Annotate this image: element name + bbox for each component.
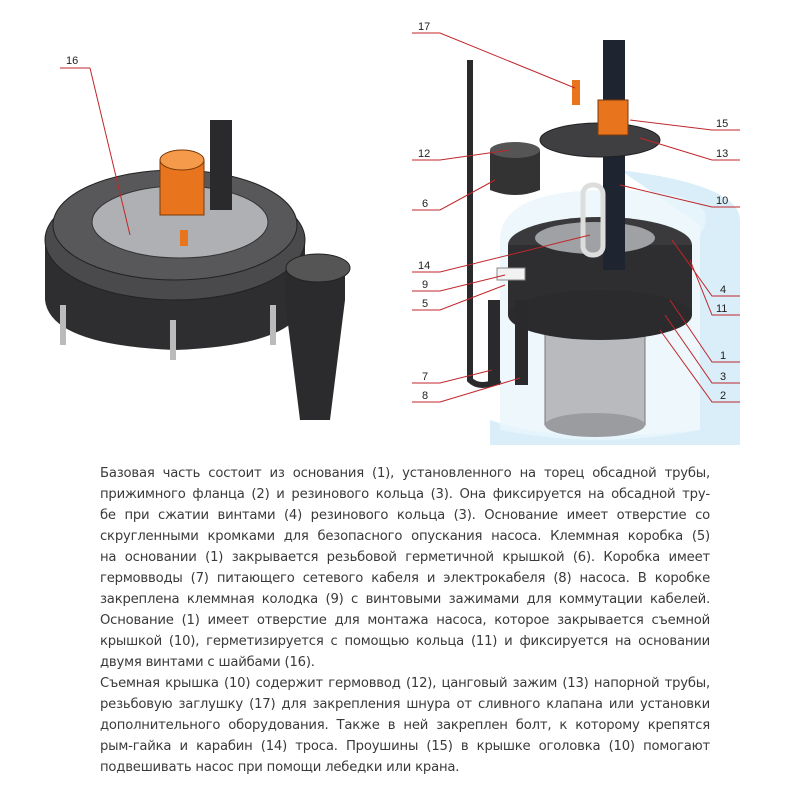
text-line: на основании (1) закрывается резьбовой г… bbox=[100, 550, 710, 565]
text-line: Базовая часть состоит из основания (1), … bbox=[100, 466, 710, 481]
text-line: Съемная крышка (10) содержит гермоввод (… bbox=[100, 676, 710, 691]
text-line: закреплена клеммная колодка (9) с винтов… bbox=[100, 592, 710, 607]
exploded-wellhead-image bbox=[467, 40, 740, 445]
callout-16: 16 bbox=[66, 55, 78, 67]
callout-7: 7 bbox=[422, 371, 428, 383]
text-line: гермовводы (7) питающего сетевого кабеля… bbox=[100, 571, 710, 586]
callout-15: 15 bbox=[716, 118, 728, 130]
callout-4: 4 bbox=[720, 284, 726, 296]
description-text: Базовая часть состоит из основания (1), … bbox=[100, 463, 710, 778]
callout-2: 2 bbox=[720, 390, 726, 402]
text-line: двумя винтами с шайбами (16). bbox=[100, 655, 315, 670]
callout-10: 10 bbox=[716, 195, 728, 207]
callout-14: 14 bbox=[418, 260, 430, 272]
callout-17: 17 bbox=[418, 21, 430, 33]
callout-3: 3 bbox=[720, 371, 726, 383]
text-line: прижимного фланца (2) и резинового кольц… bbox=[100, 487, 710, 502]
wellhead-illustration: 16 17 bbox=[44, 21, 740, 445]
callout-11: 11 bbox=[716, 303, 727, 315]
text-line: подвешивать насос при помощи лебедки или… bbox=[100, 760, 460, 775]
text-line: Основание (1) имеет отверстие для монтаж… bbox=[100, 613, 710, 628]
text-line: крышкой (10), герметизируется с помощью … bbox=[100, 634, 710, 649]
callout-8: 8 bbox=[422, 390, 428, 402]
text-line: рым-гайка и карабин (14) троса. Проушины… bbox=[100, 739, 710, 754]
callout-labels-right: 15 13 10 4 11 1 3 2 bbox=[716, 118, 728, 402]
callout-1: 1 bbox=[720, 350, 726, 362]
callout-6: 6 bbox=[422, 198, 428, 210]
text-line: скругленными кромками для безопасного оп… bbox=[100, 529, 710, 544]
callout-12: 12 bbox=[418, 148, 430, 160]
assembled-wellhead-image bbox=[44, 120, 351, 420]
text-line: бе при сжатии винтами (4) резинового кол… bbox=[100, 508, 710, 523]
leader-lines bbox=[412, 32, 740, 403]
callout-9: 9 bbox=[422, 279, 428, 291]
text-line: дополнительного оборудования. Также в не… bbox=[100, 718, 710, 733]
callout-13: 13 bbox=[716, 148, 728, 160]
callout-labels-left: 17 12 6 14 9 5 7 8 bbox=[418, 21, 430, 402]
callout-5: 5 bbox=[422, 298, 428, 310]
text-line: резьбовую заглушку (17) для закрепления … bbox=[100, 697, 710, 712]
